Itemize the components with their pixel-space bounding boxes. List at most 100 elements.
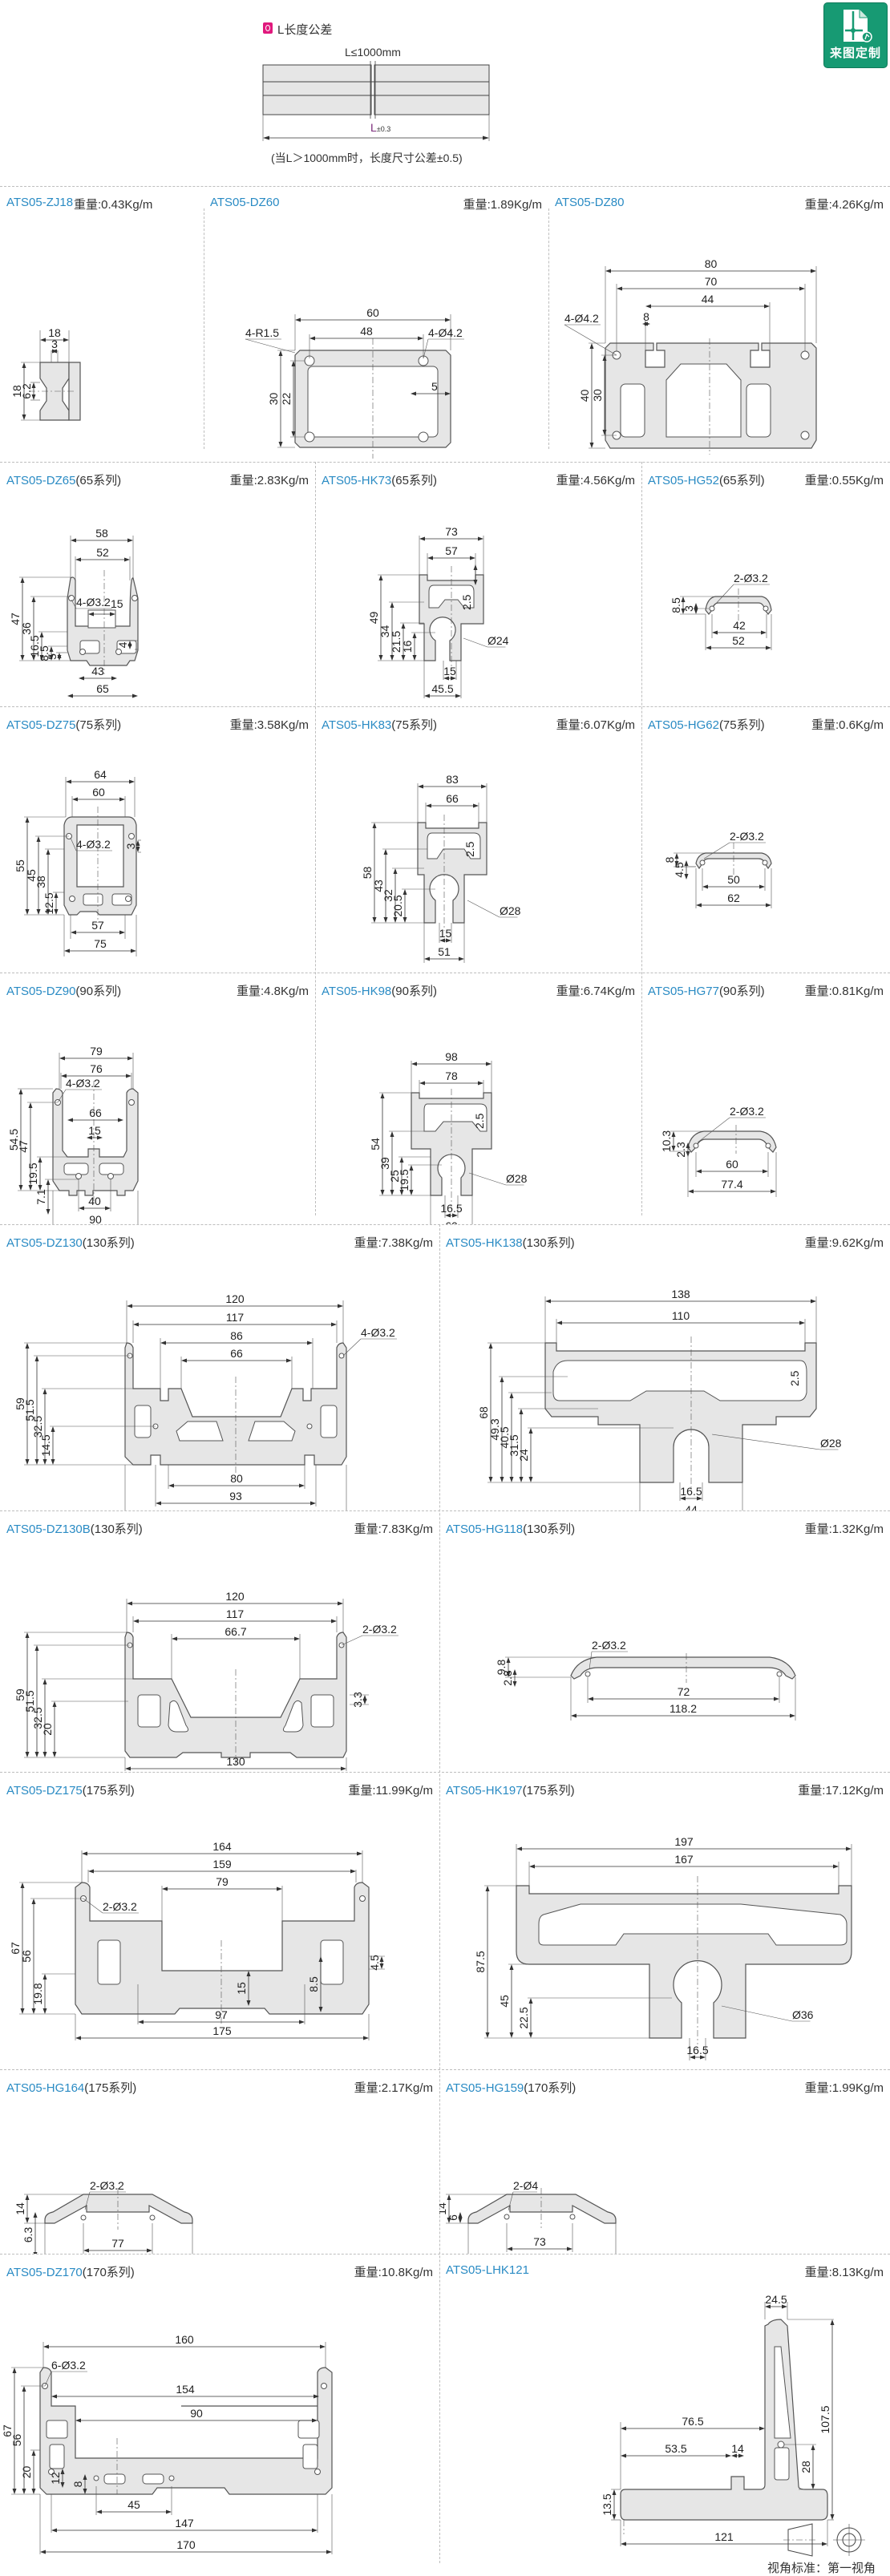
dimension-label: 98 <box>445 1050 458 1063</box>
model-number[interactable]: ATS05-HK138 <box>446 1236 523 1250</box>
model-number[interactable]: ATS05-HG164 <box>6 2081 85 2095</box>
model-number[interactable]: ATS05-DZ130B <box>6 1523 91 1536</box>
mounting-hole-icon <box>699 859 706 866</box>
dimension-label: 54 <box>369 1138 382 1151</box>
model-number[interactable]: ATS05-HK73 <box>322 474 392 487</box>
series-label: (175系列) <box>522 1784 575 1798</box>
model-number[interactable]: ATS05-DZ75 <box>6 718 76 732</box>
model-number[interactable]: ATS05-DZ130 <box>6 1236 83 1250</box>
model-number[interactable]: ATS05-ZJ18 <box>6 196 74 209</box>
callout-label: 2-Ø3.2 <box>734 572 768 584</box>
weight-label: 重量:1.89Kg/m <box>463 198 542 212</box>
model-number[interactable]: ATS05-HG118 <box>446 1523 524 1536</box>
model-number[interactable]: ATS05-DZ170 <box>6 2266 83 2279</box>
dimension-label: 45 <box>25 869 38 882</box>
dimension-label: 32.5 <box>31 1707 44 1729</box>
dimension-label: 59 <box>14 1397 26 1410</box>
dimension-label: 170 <box>176 2538 196 2551</box>
dimension-label: 6.2 <box>20 383 33 399</box>
model-number[interactable]: ATS05-DZ65 <box>6 474 76 487</box>
section-title: L长度公差 <box>277 23 333 37</box>
model-number[interactable]: ATS05-HG62 <box>648 718 719 732</box>
cavity <box>46 2420 68 2439</box>
dimension-label: 24.5 <box>765 2293 787 2306</box>
length-condition: L≤1000mm <box>345 46 401 59</box>
series-label: (75系列) <box>718 718 765 732</box>
cavity <box>142 2473 164 2485</box>
series-label: (65系列) <box>75 474 122 487</box>
profile-title: ATS05-HG62(75系列) <box>648 716 765 733</box>
model-number[interactable]: ATS05-HK197 <box>446 1784 523 1798</box>
dimension-label: 120 <box>225 1292 245 1305</box>
dimension-label: 16.5 <box>680 1485 702 1498</box>
dimension-label: 160 <box>175 2333 194 2346</box>
dimension-label: 22.5 <box>517 2007 530 2028</box>
weight-label: 重量:6.07Kg/m <box>556 718 635 732</box>
series-label: (130系列) <box>90 1523 143 1536</box>
weight-label: 重量:3.58Kg/m <box>229 718 309 732</box>
dimension-label: 70 <box>705 275 718 288</box>
custom-drawing-badge[interactable]: 来图定制 <box>823 2 888 68</box>
dimension-label: 40 <box>578 390 591 402</box>
model-number[interactable]: ATS05-LHK121 <box>446 2263 529 2277</box>
dimension-label: 65 <box>96 682 109 695</box>
dimension-label: 77 <box>111 2237 124 2250</box>
profile-title: ATS05-HG77(90系列) <box>648 982 765 999</box>
dimension-label: 83 <box>446 773 459 786</box>
tolerance-letter: L <box>370 121 377 134</box>
dimension-label: 32.5 <box>31 1416 44 1438</box>
model-number[interactable]: ATS05-HG159 <box>446 2081 524 2095</box>
mounting-hole-icon <box>107 1173 114 1179</box>
dimension-label: 19.5 <box>26 1163 39 1184</box>
dimension-label: 2.5 <box>460 594 473 610</box>
model-number[interactable]: ATS05-HK98 <box>322 985 392 998</box>
mounting-hole-icon <box>306 1423 313 1430</box>
callout-label: 6-Ø3.2 <box>51 2359 86 2372</box>
series-label: (170系列) <box>82 2266 135 2279</box>
cavity <box>49 2444 65 2469</box>
badge-label: 来图定制 <box>829 47 881 60</box>
model-number[interactable]: ATS05-DZ80 <box>555 196 625 209</box>
dimension-label: 56 <box>20 1950 33 1963</box>
dimension-label: 16.5 <box>28 635 41 657</box>
dimension-label: 66.7 <box>225 1625 246 1638</box>
dimension-label: 164 <box>212 1840 232 1853</box>
model-number[interactable]: ATS05-DZ60 <box>210 196 280 209</box>
model-number[interactable]: ATS05-HG52 <box>648 474 719 487</box>
series-label: (130系列) <box>522 1236 575 1250</box>
model-number[interactable]: ATS05-HG77 <box>648 985 719 998</box>
dimension-label: 49 <box>367 612 380 625</box>
profile-title: ATS05-HK83(75系列) <box>322 716 437 733</box>
dimension-label: 67 <box>9 1942 22 1955</box>
dimension-label: 28 <box>799 2461 812 2473</box>
callout-label: Ø28 <box>500 904 521 917</box>
mounting-hole-icon <box>359 1895 366 1902</box>
dimension-label: 130 <box>226 1755 245 1768</box>
dimension-label: 2.5 <box>473 1113 486 1129</box>
mounting-hole-icon <box>418 431 429 443</box>
dimension-label: 51 <box>438 945 451 958</box>
dimension-label: 90 <box>89 1213 102 1224</box>
dimension-label: 56 <box>10 2434 23 2447</box>
model-number[interactable]: ATS05-HK83 <box>322 718 392 732</box>
dimension-label: 73 <box>533 2235 546 2248</box>
series-label: (90系列) <box>718 985 765 998</box>
dimension-label: 45 <box>127 2498 140 2511</box>
dimension-label: 18 <box>48 326 61 339</box>
dimension-label: 40 <box>88 1195 101 1207</box>
dimension-label: 48 <box>360 325 373 338</box>
series-label: (65系列) <box>391 474 437 487</box>
model-number[interactable]: ATS05-DZ175 <box>6 1784 83 1798</box>
model-number[interactable]: ATS05-DZ90 <box>6 985 76 998</box>
profile-shape <box>467 2194 617 2224</box>
divider <box>439 1224 440 2563</box>
